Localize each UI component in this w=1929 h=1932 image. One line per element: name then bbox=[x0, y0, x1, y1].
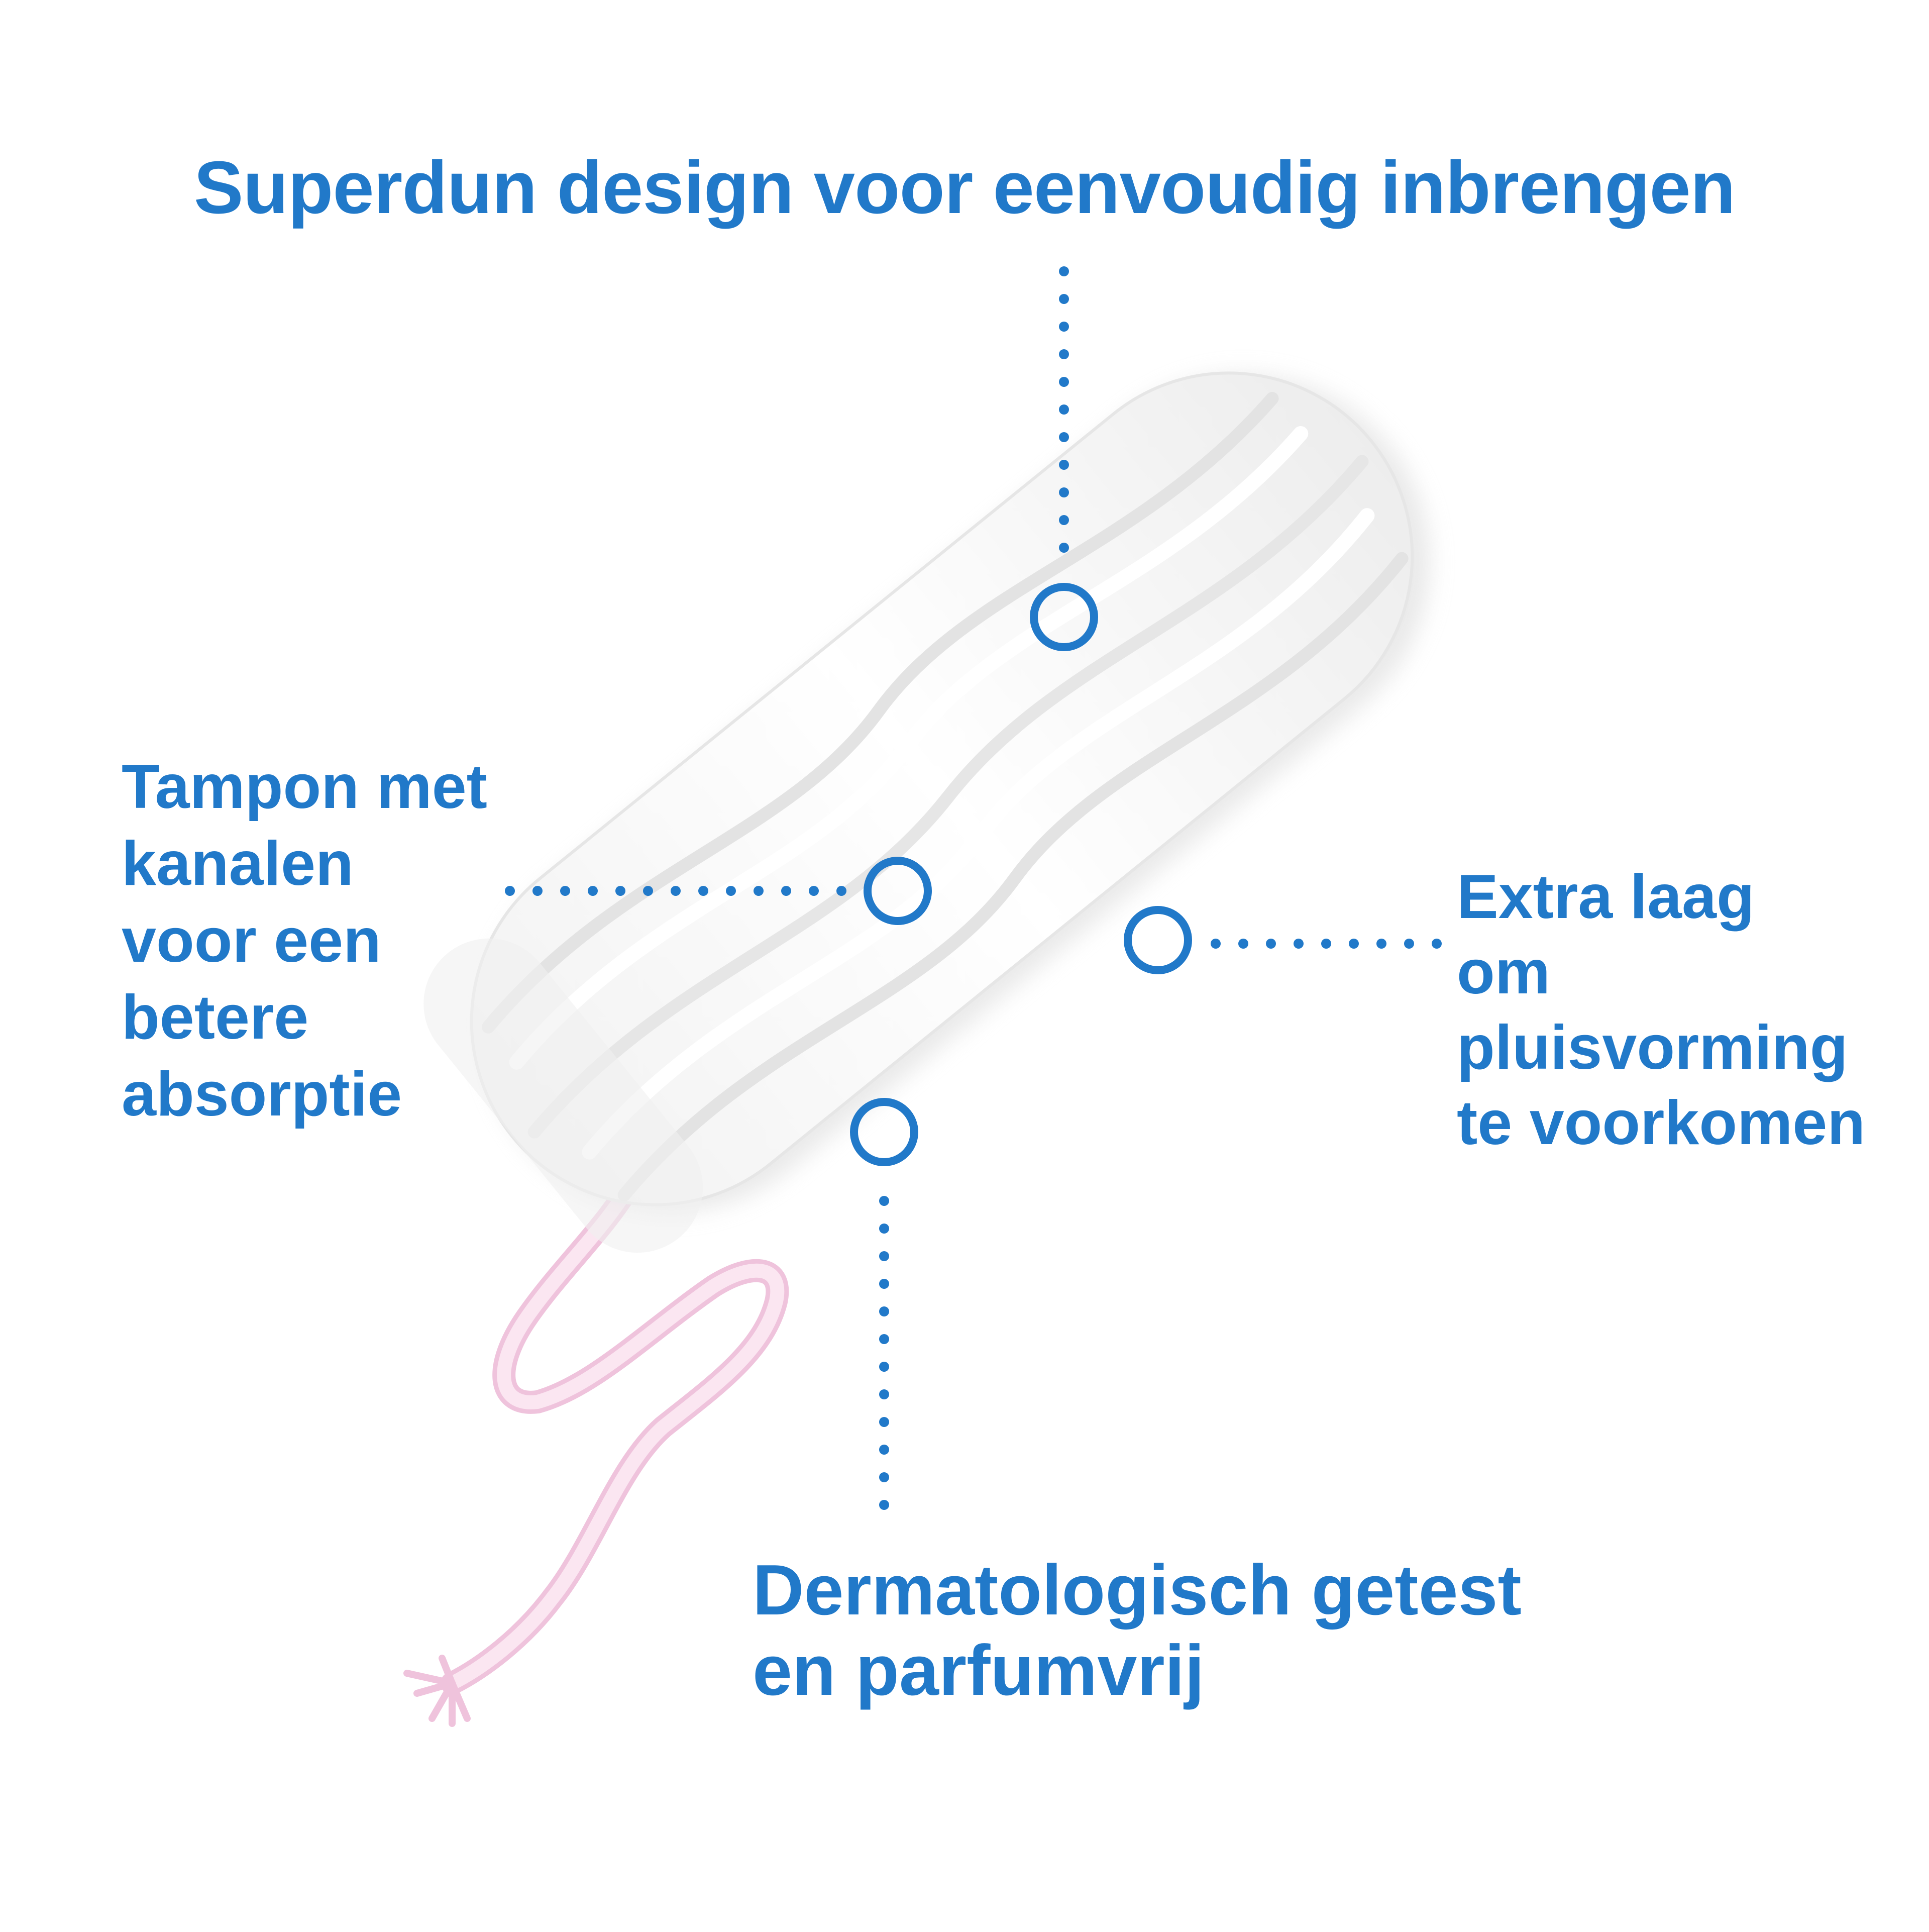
label-left-line: voor een bbox=[122, 906, 381, 975]
label-left-line: betere bbox=[122, 983, 309, 1052]
label-bottom: Dermatologisch getest en parfumvrij bbox=[753, 1550, 1757, 1711]
marker-right bbox=[1124, 906, 1449, 974]
label-left: Tampon met kanalen voor een betere absor… bbox=[122, 749, 574, 1133]
label-bottom-line: en parfumvrij bbox=[753, 1631, 1205, 1710]
marker-left bbox=[505, 857, 932, 925]
label-left-line: Tampon met bbox=[122, 752, 487, 822]
label-right: Extra laag om pluisvorming te voorkomen bbox=[1457, 859, 1929, 1161]
label-left-line: kanalen bbox=[122, 829, 354, 898]
label-right-line: pluisvorming bbox=[1457, 1013, 1848, 1082]
marker-bottom bbox=[850, 1098, 918, 1520]
label-right-line: te voorkomen bbox=[1457, 1088, 1866, 1158]
label-bottom-line: Dermatologisch getest bbox=[753, 1550, 1522, 1630]
label-right-line: Extra laag bbox=[1457, 862, 1755, 932]
marker-top bbox=[1030, 266, 1098, 651]
string-frayed-end bbox=[403, 1655, 471, 1727]
tampon-body bbox=[423, 371, 1430, 1253]
string-outline bbox=[441, 1164, 789, 1695]
label-left-line: absorptie bbox=[122, 1060, 402, 1129]
label-top-line: Superdun design voor eenvoudig inbrengen bbox=[193, 146, 1736, 229]
label-right-line: om bbox=[1457, 938, 1550, 1007]
label-top: Superdun design voor eenvoudig inbrengen bbox=[0, 151, 1929, 225]
string bbox=[445, 1169, 785, 1690]
